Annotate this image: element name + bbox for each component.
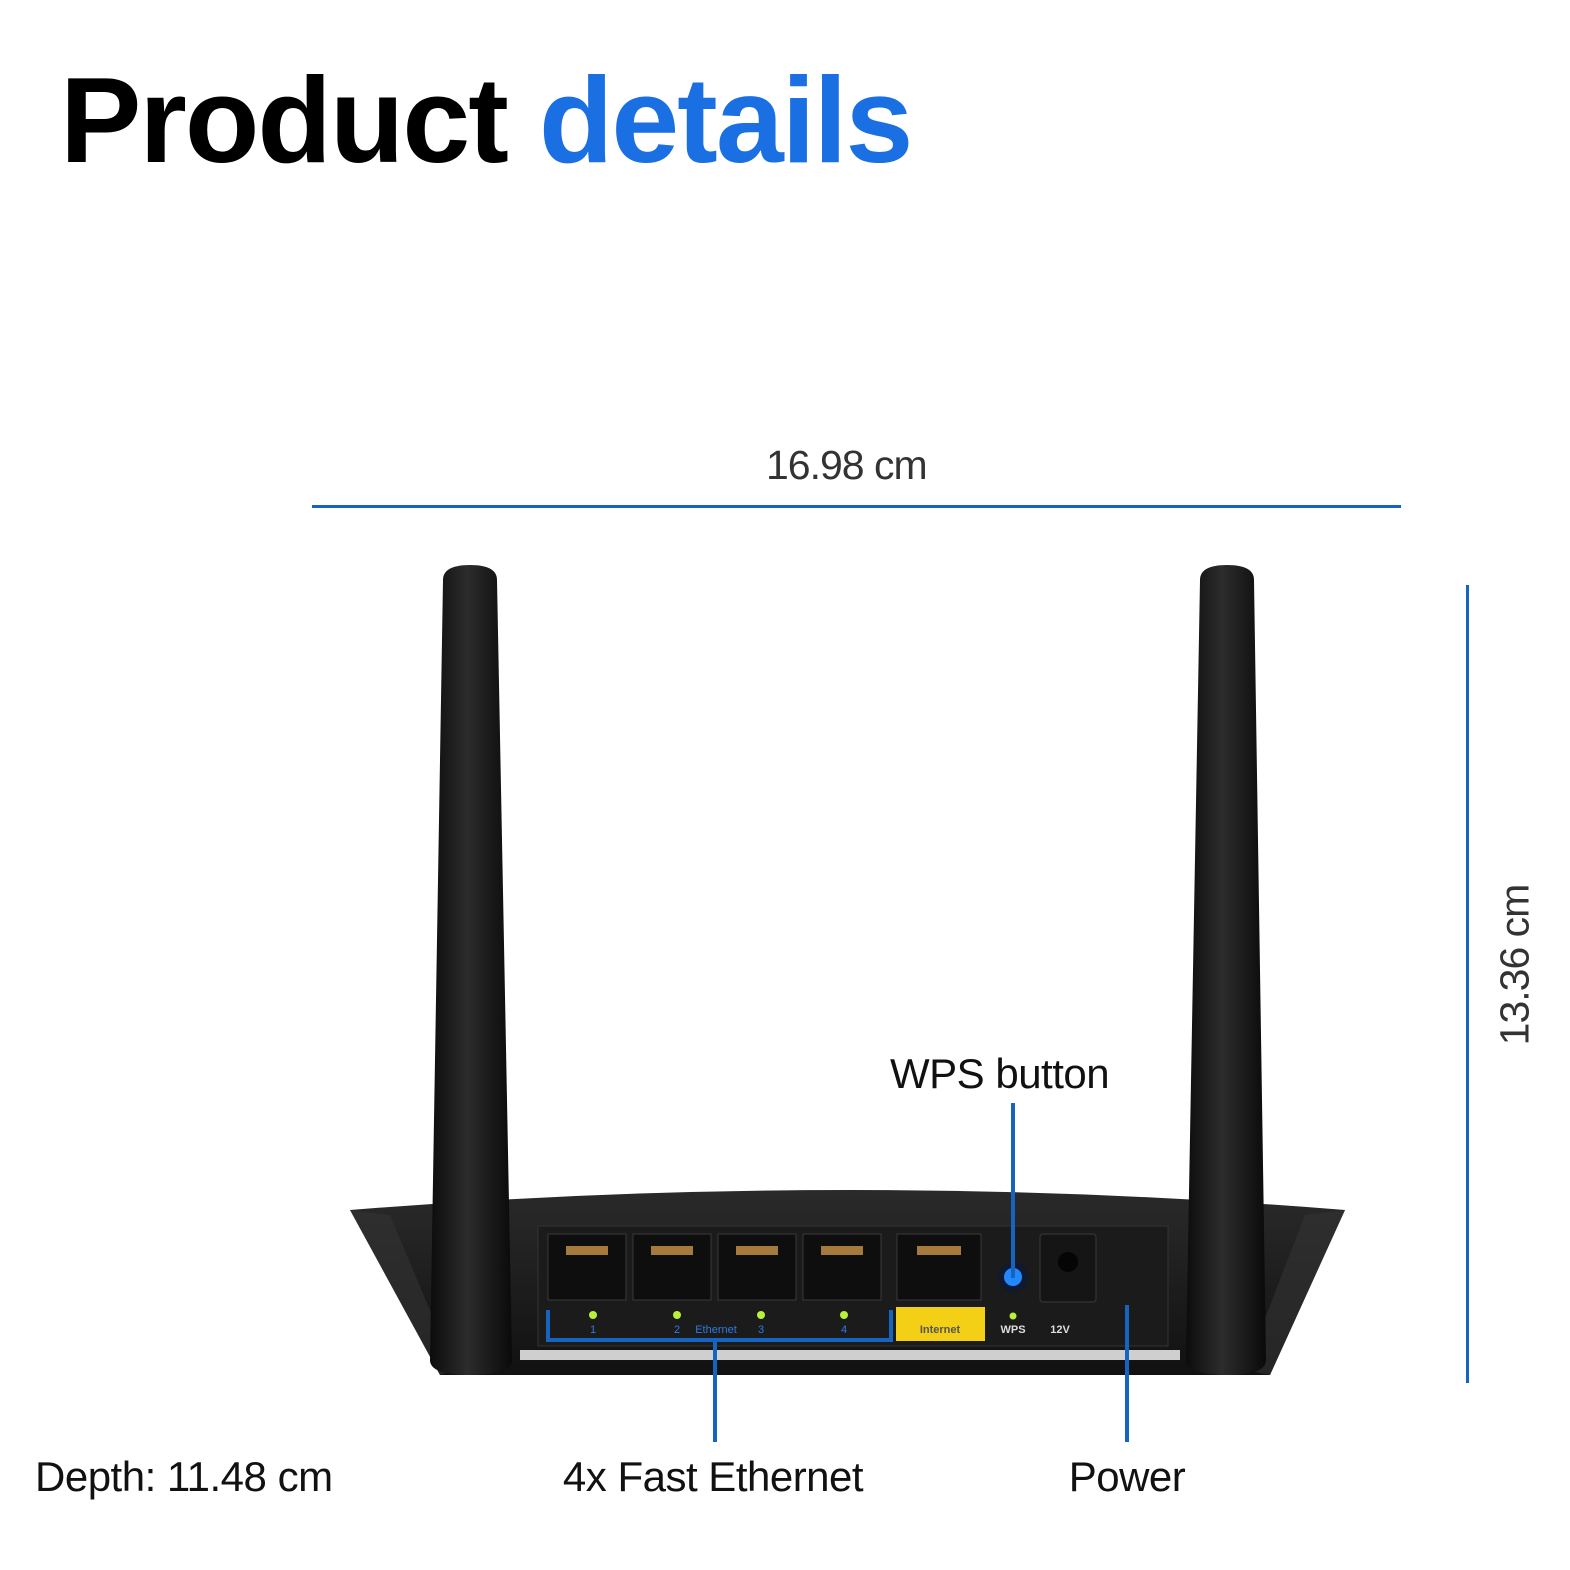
ethernet-ports: [547, 1233, 982, 1301]
led-4: [840, 1311, 848, 1319]
port-label-4: 4: [841, 1324, 847, 1336]
left-antenna: [430, 565, 512, 1375]
title-part-2: details: [538, 52, 913, 188]
wps-callout-label: WPS button: [890, 1050, 1110, 1097]
led-2: [673, 1311, 681, 1319]
led-1: [589, 1311, 597, 1319]
ethernet-port-1: [547, 1233, 627, 1301]
wps-label: WPS: [1000, 1324, 1025, 1336]
internet-label-bg: [896, 1307, 985, 1341]
ethernet-bracket: [546, 1310, 893, 1342]
title-part-1: Product: [60, 52, 509, 188]
height-dimension-line: [1466, 585, 1469, 1383]
ethernet-label: Ethernet: [695, 1324, 737, 1336]
router-stand-highlight: [520, 1350, 1180, 1360]
right-antenna: [1186, 565, 1266, 1375]
internet-label: Internet: [920, 1324, 961, 1336]
depth-label: Depth: 11.48 cm: [35, 1453, 333, 1500]
power-callout-line: [1125, 1305, 1129, 1442]
router: 1 2 Ethernet 3 4 Internet WPS 12V: [350, 565, 1345, 1375]
page-title: Product details: [60, 50, 913, 190]
ethernet-callout-line: [713, 1340, 717, 1442]
ethernet-port-4: [802, 1233, 882, 1301]
ethernet-port-3: [717, 1233, 797, 1301]
port-label-1: 1: [590, 1324, 596, 1336]
power-callout-label: Power: [1068, 1453, 1186, 1500]
width-dimension-label: 16.98 cm: [766, 442, 928, 488]
wps-led: [1009, 1312, 1017, 1320]
internet-port: [896, 1233, 982, 1301]
wps-callout-line: [1011, 1103, 1015, 1278]
port-label-3: 3: [758, 1324, 764, 1336]
height-dimension-label: 13.36 cm: [1491, 884, 1538, 1046]
led-3: [757, 1311, 765, 1319]
width-dimension-line: [312, 505, 1401, 508]
ethernet-port-2: [632, 1233, 712, 1301]
port-label-2: 2: [674, 1324, 680, 1336]
power-label: 12V: [1050, 1324, 1070, 1336]
ethernet-callout-label: 4x Fast Ethernet: [562, 1453, 864, 1500]
